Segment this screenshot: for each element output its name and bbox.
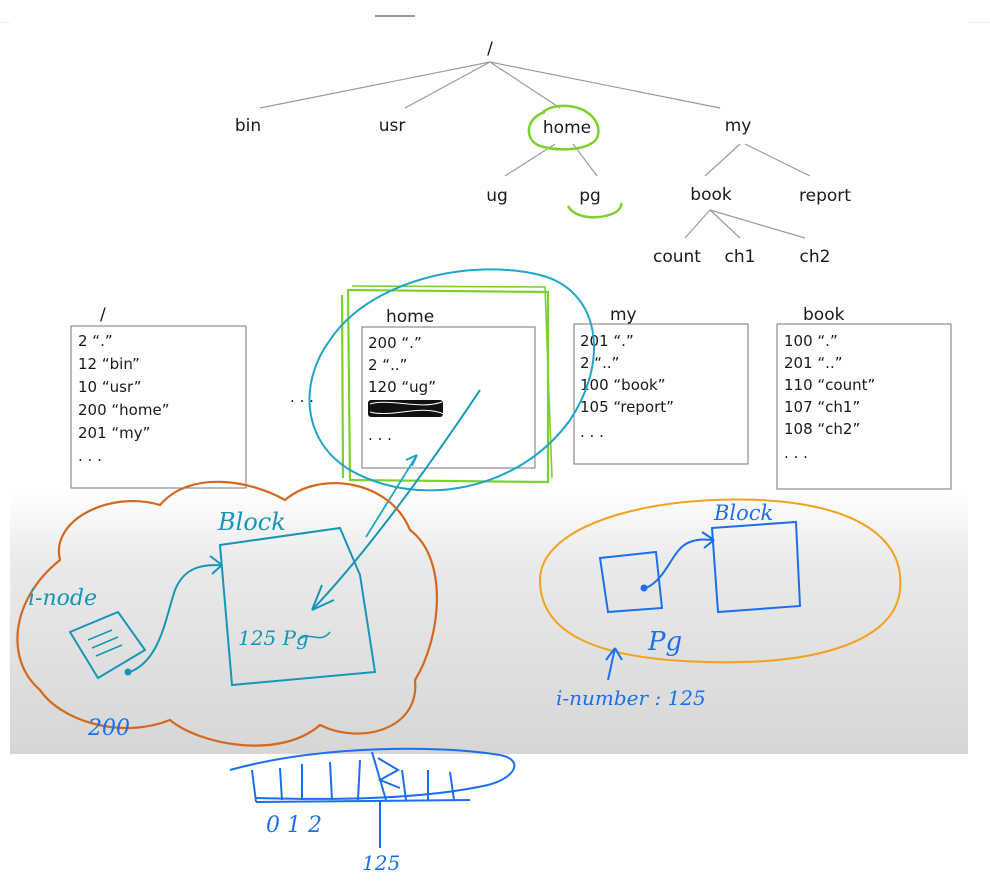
cyan-arrow-to-block	[311, 389, 481, 611]
drag-handle[interactable]	[375, 15, 415, 17]
dir-table-book-title: book	[803, 305, 845, 325]
cyan-ellipse	[308, 268, 595, 492]
dir-entry: 10 “usr”	[78, 378, 142, 396]
tree-node-report: report	[799, 186, 851, 206]
up-arrow-inumber	[605, 647, 623, 681]
tree-node-ug: ug	[486, 186, 508, 206]
tree-node-ch2: ch2	[800, 247, 831, 267]
dir-table-root-title: /	[100, 305, 106, 325]
orange-ellipse-right	[538, 498, 902, 664]
dir-entry: 200 “.”	[368, 334, 422, 352]
tree-node-bin: bin	[235, 116, 261, 136]
dir-entry: 2 “..”	[580, 354, 619, 372]
right-arrow-to-block	[645, 531, 715, 589]
label-block-right: Block	[713, 501, 773, 525]
inode-square-right	[598, 550, 664, 614]
dir-table-book: book 100 “.” 201 “..” 110 “count” 107 “c…	[776, 305, 952, 490]
dir-entry: 201 “my”	[78, 424, 150, 442]
tree-node-count: count	[653, 247, 701, 267]
dir-entry: 200 “home”	[78, 401, 169, 419]
label-pg: Pg	[647, 627, 682, 657]
dir-ellipsis: . . .	[290, 388, 314, 406]
inode-document-icon	[68, 610, 147, 680]
dir-entry: 105 “report”	[580, 398, 674, 416]
dir-entry: 201 “..”	[784, 354, 842, 372]
directory-tree	[259, 61, 811, 239]
tree-node-pg: pg	[579, 186, 601, 206]
block-page-left	[218, 526, 377, 687]
dir-entry: . . .	[784, 444, 808, 462]
dir-entry: 12 “bin”	[78, 355, 140, 373]
label-bitmap-indices: 0 1 2	[266, 813, 322, 838]
block-square-right	[710, 520, 802, 614]
dir-table-my-title: my	[610, 305, 637, 325]
dir-entry: . . .	[78, 447, 102, 465]
dir-entry: . . .	[368, 426, 392, 444]
dir-table-my: my 201 “.” 2 “..” 100 “book” 105 “report…	[573, 305, 749, 465]
inode-to-block-arrow	[129, 555, 223, 673]
tree-node-book: book	[690, 185, 732, 205]
dir-entry: 201 “.”	[580, 332, 634, 350]
scribbled-entry	[368, 400, 443, 417]
green-circle-home	[527, 104, 600, 151]
cyan-pointer	[365, 454, 418, 538]
bitmap-sketch	[229, 747, 516, 848]
label-block-left: Block	[217, 508, 286, 536]
label-bitmap-125: 125	[362, 851, 400, 875]
label-inumber: i-number : 125	[556, 686, 706, 710]
dir-entry: 100 “.”	[784, 332, 838, 350]
dir-entry: 120 “ug”	[368, 378, 436, 396]
dir-table-root: / 2 “.” 12 “bin” 10 “usr” 200 “home” 201…	[70, 305, 247, 489]
label-inode-number: 200	[87, 716, 130, 741]
green-underline-pg	[566, 202, 623, 219]
label-inode: i-node	[28, 586, 97, 611]
dir-entry: 2 “.”	[78, 332, 113, 350]
tree-node-home: home	[543, 118, 591, 138]
dir-table-home: home 200 “.” 2 “..” 120 “ug” . . .	[361, 307, 536, 469]
dir-entry: 100 “book”	[580, 376, 666, 394]
dir-table-home-title: home	[386, 307, 434, 327]
tree-node-usr: usr	[379, 116, 406, 136]
tree-node-my: my	[725, 116, 752, 136]
tree-node-ch1: ch1	[725, 247, 756, 267]
tree-node-root: /	[487, 39, 493, 59]
dir-entry: 2 “..”	[368, 356, 407, 374]
dir-entry: 108 “ch2”	[784, 420, 860, 438]
block-content: 125 Pg	[238, 626, 309, 650]
dir-entry: . . .	[580, 423, 604, 441]
dir-entry: 110 “count”	[784, 376, 875, 394]
dir-entry: 107 “ch1”	[784, 398, 860, 416]
orange-cloud-left	[16, 480, 438, 747]
